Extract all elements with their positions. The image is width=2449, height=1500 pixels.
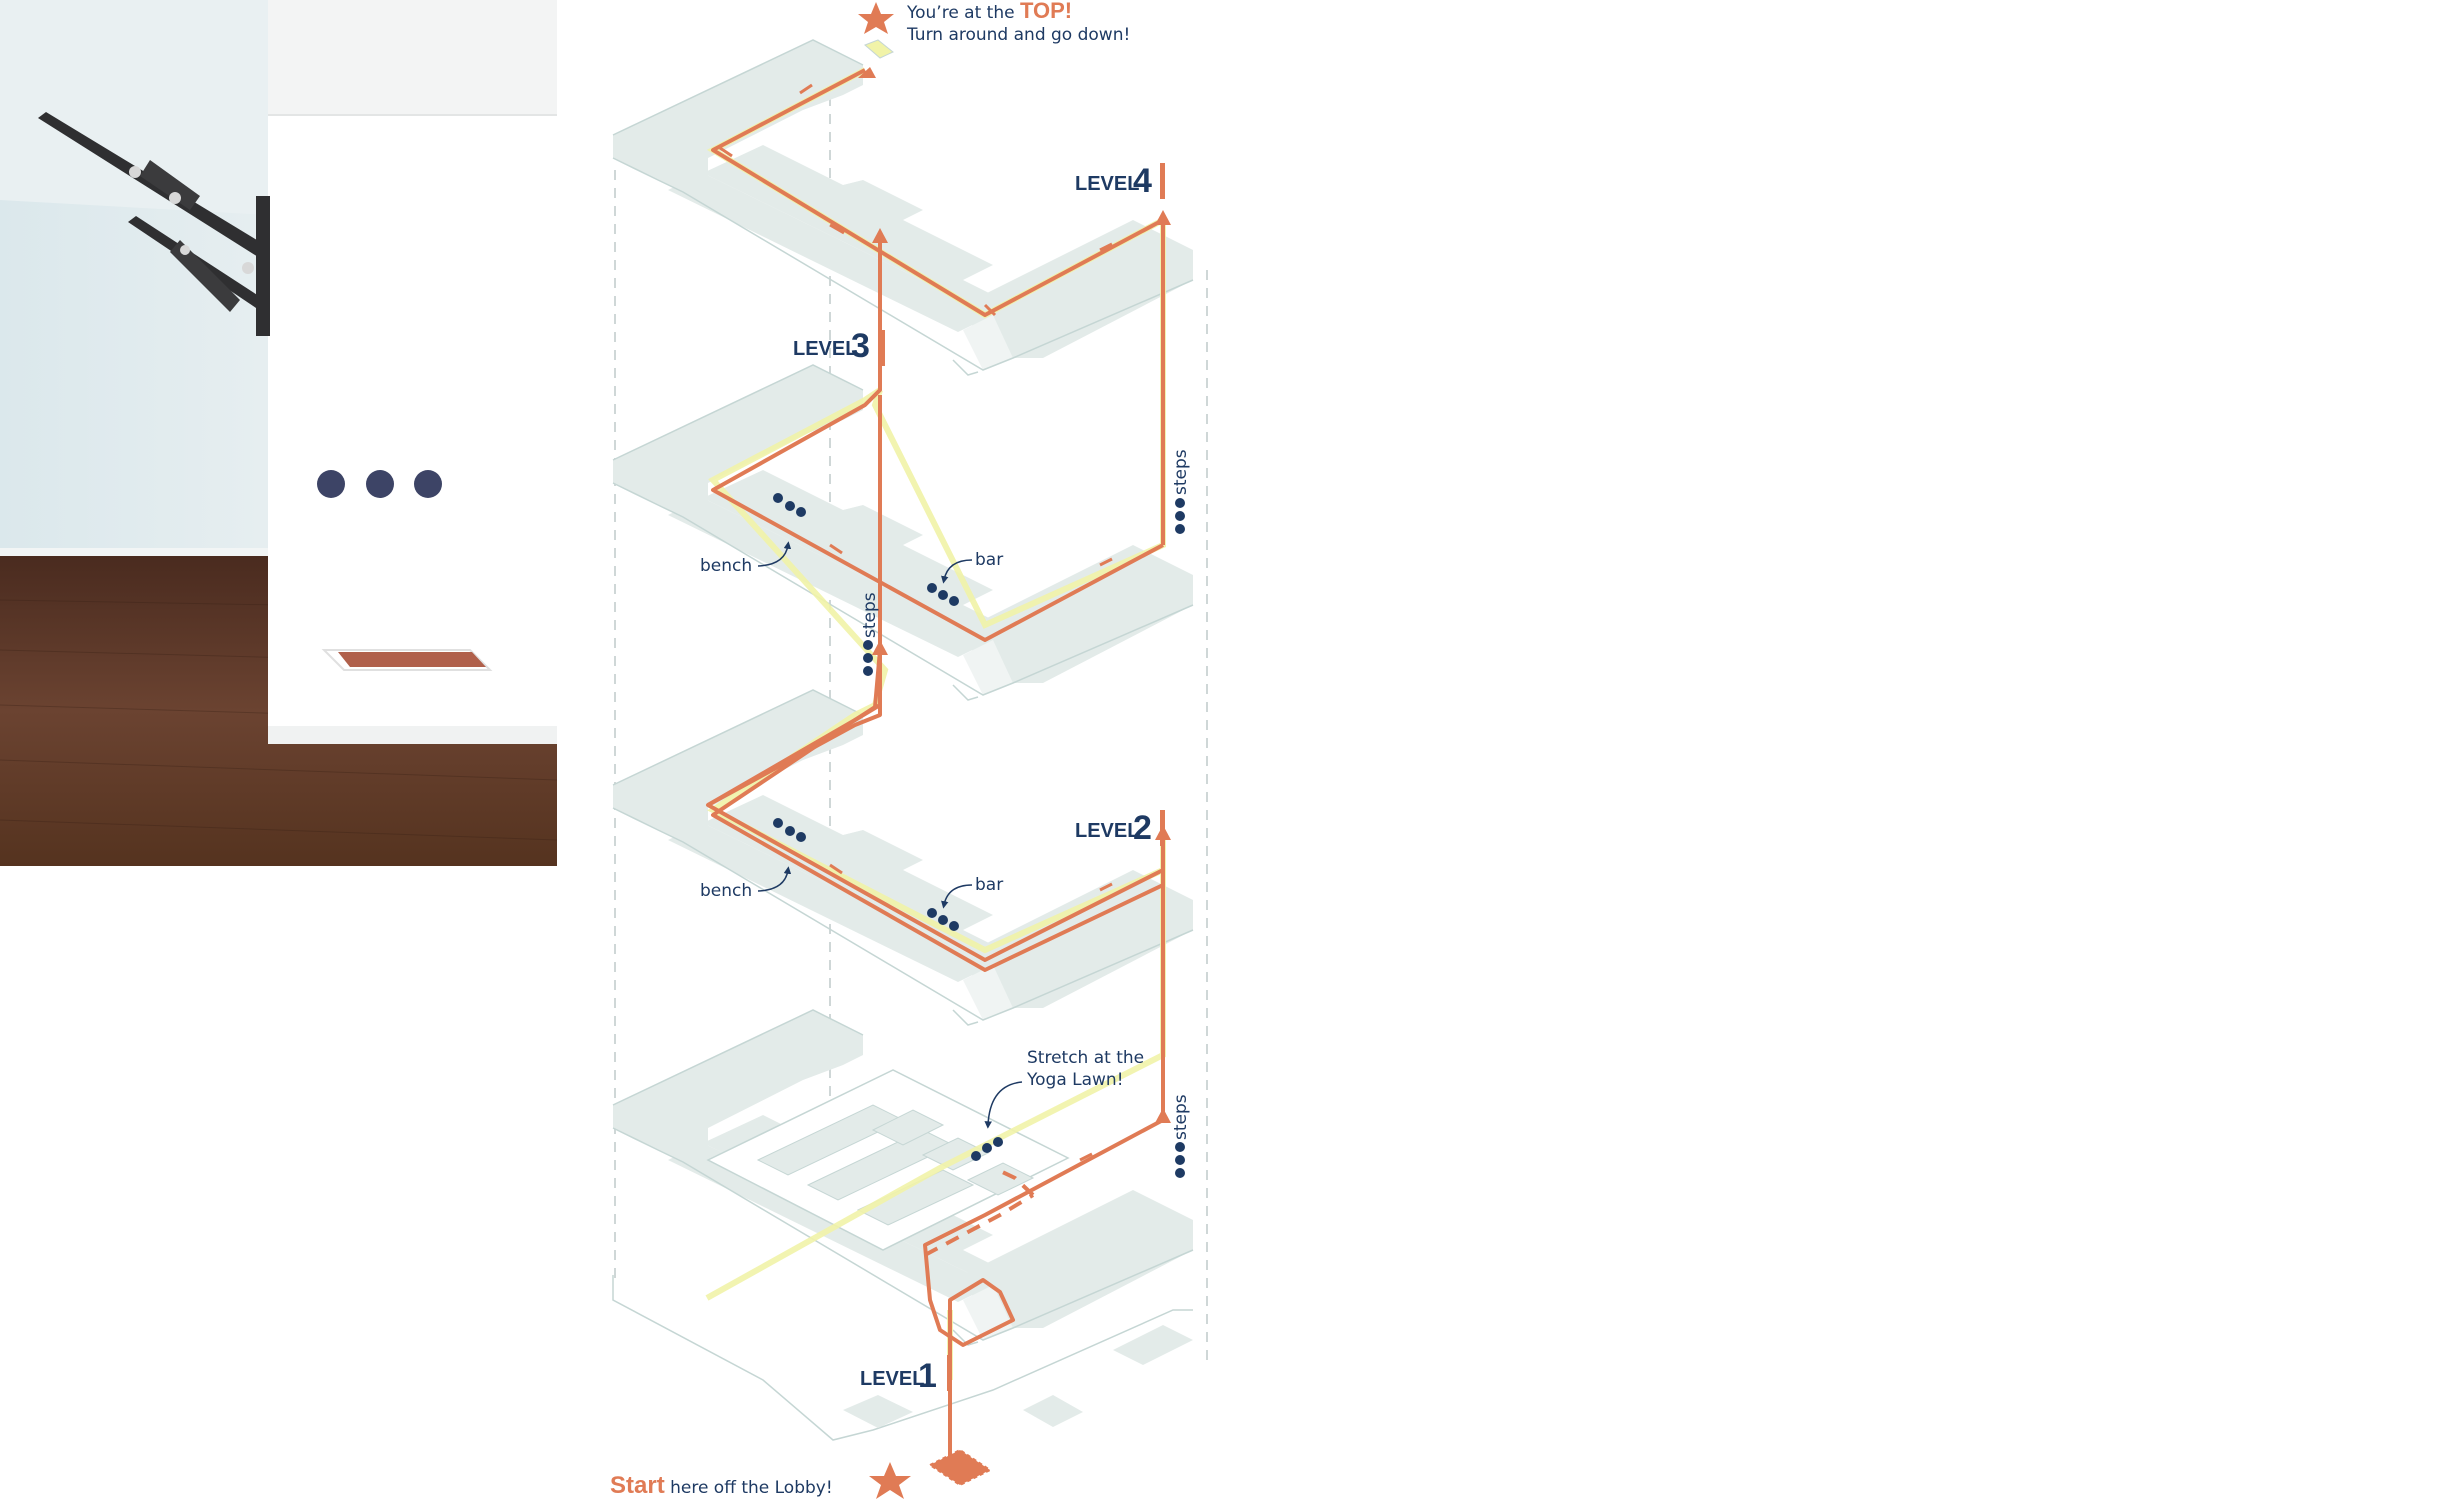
svg-text:steps: steps <box>860 592 880 638</box>
stairwell-photo <box>0 0 557 866</box>
frame-lines <box>614 60 1208 1360</box>
side-wall <box>268 115 557 726</box>
top-note: You’re at the TOP! Turn around and go do… <box>858 0 1130 45</box>
level-1-plate <box>612 1009 1194 1441</box>
star-icon <box>858 2 894 34</box>
stairwell-photo-art <box>0 0 557 866</box>
star-icon <box>869 1462 911 1499</box>
bench-annotation-l2: bench <box>700 818 806 901</box>
svg-text:1: 1 <box>918 1357 937 1395</box>
pull-up-bar <box>38 112 270 336</box>
level-markers <box>880 163 1165 1391</box>
level-4-plate <box>612 39 1194 376</box>
top-marker <box>864 39 894 59</box>
svg-text:LEVEL: LEVEL <box>860 1368 924 1390</box>
svg-text:2: 2 <box>1133 809 1152 847</box>
level-3-plate <box>612 364 1194 701</box>
start-note: Start here off the Lobby! <box>610 1462 911 1499</box>
wall-dot <box>317 470 345 498</box>
svg-text:LEVEL: LEVEL <box>793 338 857 360</box>
top-note-line1: You’re at the TOP! <box>906 0 1072 23</box>
svg-text:bench: bench <box>700 556 752 576</box>
svg-text:bench: bench <box>700 881 752 901</box>
svg-text:bar: bar <box>975 875 1003 895</box>
svg-text:LEVEL: LEVEL <box>1075 173 1139 195</box>
svg-text:Yoga Lawn!: Yoga Lawn! <box>1026 1070 1124 1090</box>
bar-annotation-l3: bar <box>927 550 1003 606</box>
level-1-label: LEVEL 1 <box>860 1357 937 1395</box>
yoga-lawn-annotation: Stretch at the Yoga Lawn! <box>971 1048 1144 1161</box>
route <box>705 67 1171 1460</box>
bar-annotation-l2: bar <box>927 875 1003 931</box>
wall-dot <box>366 470 394 498</box>
svg-text:steps: steps <box>1171 449 1191 495</box>
level-3-label: LEVEL 3 <box>793 327 870 365</box>
svg-text:4: 4 <box>1133 162 1152 200</box>
level-2-label: LEVEL 2 <box>1075 809 1152 847</box>
steps-label-center: steps <box>860 592 880 676</box>
wall-dot <box>414 470 442 498</box>
level-4-label: LEVEL 4 <box>1075 162 1152 200</box>
start-lobby-marker <box>928 1448 992 1487</box>
svg-text:3: 3 <box>851 327 870 365</box>
svg-text:LEVEL: LEVEL <box>1075 820 1139 842</box>
steps-label-right-upper: steps <box>1171 449 1191 534</box>
top-note-line2: Turn around and go down! <box>906 25 1130 45</box>
svg-text:Stretch at the: Stretch at the <box>1027 1048 1144 1068</box>
svg-text:steps: steps <box>1171 1094 1191 1140</box>
bench-annotation-l3: bench <box>700 493 806 576</box>
level-2-plate <box>612 689 1194 1026</box>
svg-text:bar: bar <box>975 550 1003 570</box>
steps-label-right-lower: steps <box>1171 1094 1191 1178</box>
start-note-text: Start here off the Lobby! <box>610 1472 833 1499</box>
